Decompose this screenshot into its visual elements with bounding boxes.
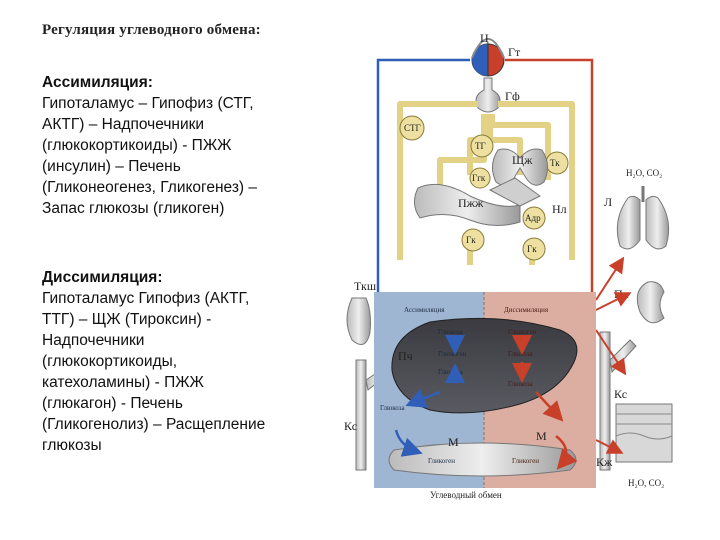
label-shzh: Щж bbox=[512, 153, 533, 167]
lungs-icon bbox=[616, 186, 670, 250]
panel-left-item: Глюкоген bbox=[438, 350, 467, 358]
skin-icon bbox=[615, 403, 673, 463]
assimilation-line: (глюкокортикоиды) - ПЖЖ bbox=[42, 137, 232, 154]
hypothalamus-icon bbox=[471, 38, 505, 77]
label-l: Л bbox=[604, 195, 612, 209]
hormone-adr: Адр bbox=[525, 213, 541, 223]
dissimilation-line: (Гликогенолиз) – Расщепление bbox=[42, 416, 266, 433]
muscle-arrows bbox=[394, 429, 578, 470]
liver-arrows bbox=[405, 335, 564, 422]
circulation-lines bbox=[376, 58, 594, 292]
label-kzh: Кж bbox=[596, 455, 613, 469]
assimilation-line: (инсулин) – Печень bbox=[42, 158, 181, 175]
products-top: H₂O, CO₂ bbox=[626, 168, 662, 178]
muscle-icon bbox=[388, 442, 577, 477]
panel-caption: Углеводный обмен bbox=[430, 490, 502, 500]
label-gt: Гт bbox=[508, 45, 521, 59]
panel-right-item: Глюкоген bbox=[508, 328, 537, 336]
panel-right-header: Диссимиляция bbox=[504, 306, 549, 314]
hormone-tk: Тк bbox=[550, 158, 560, 168]
panel-left-item: Глюкоза bbox=[438, 368, 464, 376]
kidney-icon bbox=[636, 281, 665, 324]
muscle-right-label: Гликоген bbox=[512, 457, 539, 465]
products-bottom: H₂O, CO₂ bbox=[628, 478, 664, 488]
assimilation-block: Ассимиляция: Гипоталамус – Гипофиз (СТГ,… bbox=[42, 72, 342, 219]
hormone-stg: СТГ bbox=[404, 123, 421, 133]
label-pzh: Пжж bbox=[458, 196, 484, 210]
dissimilation-line: Гипоталамус Гипофиз (АКТГ, bbox=[42, 290, 250, 307]
pituitary-icon bbox=[475, 77, 501, 113]
assimilation-line: (Гликонеогенез, Гликогенез) – bbox=[42, 179, 258, 196]
panel-right-item: Глюкоза bbox=[508, 350, 534, 358]
dissimilation-line: (глюкокортикоиды, bbox=[42, 353, 178, 370]
dissimilation-line: Надпочечники bbox=[42, 332, 145, 349]
label-pch: Пч bbox=[398, 349, 413, 363]
assimilation-line: Гипоталамус – Гипофиз (СТГ, bbox=[42, 95, 254, 112]
intestine-icon bbox=[346, 297, 371, 345]
dissimilation-line: (глюкагон) - Печень bbox=[42, 395, 183, 412]
panel-left-header: Ассимиляция bbox=[404, 306, 445, 314]
label-nl: Нл bbox=[552, 202, 567, 216]
muscle-left-label: Гликоген bbox=[428, 457, 455, 465]
label-ks-right: Кс bbox=[614, 387, 627, 401]
dissimilation-heading: Диссимиляция: bbox=[42, 269, 163, 286]
label-gf: Гф bbox=[505, 89, 520, 103]
dissimilation-line: глюкозы bbox=[42, 437, 102, 454]
pancreas-icon bbox=[414, 177, 541, 226]
label-tksh: Ткш bbox=[354, 279, 377, 293]
dissimilation-line: ТТГ) – ЩЖ (Тироксин) - bbox=[42, 311, 212, 328]
page-title: Регуляция углеводного обмена: bbox=[42, 22, 261, 38]
panel-right-item: Глюкоза bbox=[508, 380, 534, 388]
panel-left-item: Глюкоза bbox=[438, 328, 464, 336]
hormone-gk-left: Гк bbox=[466, 235, 476, 245]
dissimilation-block: Диссимиляция: Гипоталамус Гипофиз (АКТГ,… bbox=[42, 267, 342, 456]
label-c: Ц bbox=[480, 31, 489, 45]
panel-glucose-side: Глюкоза bbox=[380, 404, 406, 412]
hormone-tg: ТГ bbox=[475, 141, 486, 151]
hormone-ggk: Ггк bbox=[472, 173, 486, 183]
label-ks-left: Кс bbox=[344, 419, 357, 433]
vessel-right-icon bbox=[599, 331, 637, 471]
output-arrows bbox=[595, 256, 632, 454]
label-m-left: М bbox=[448, 435, 459, 449]
assimilation-heading: Ассимиляция: bbox=[42, 74, 153, 91]
dissimilation-line: катехоламины) - ПЖЖ bbox=[42, 374, 204, 391]
hormone-gk-right: Гк bbox=[527, 244, 537, 254]
assimilation-line: Запас глюкозы (гликоген) bbox=[42, 200, 225, 217]
assimilation-line: АКТГ) – Надпочечники bbox=[42, 116, 205, 133]
thyroid-icon bbox=[492, 148, 548, 186]
label-m-right: М bbox=[536, 429, 547, 443]
